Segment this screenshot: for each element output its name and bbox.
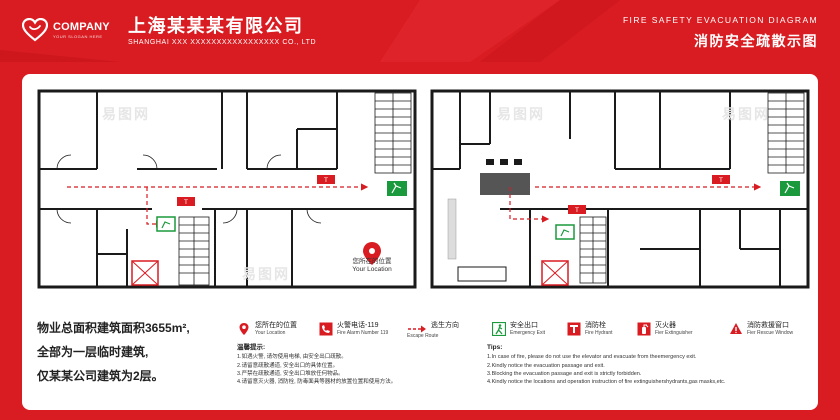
area-line-2: 全部为一层临时建筑, bbox=[37, 345, 149, 359]
area-description: 物业总面积建筑面积3655m², 全部为一层临时建筑, 仅某某公司建筑为2层。 bbox=[37, 316, 227, 388]
svg-text:T: T bbox=[574, 207, 579, 214]
company-name-cn: 上海某某某有限公司 bbox=[128, 16, 304, 36]
legend-label-en: Fier Rescue Window bbox=[747, 330, 794, 336]
emergency-exit-sign bbox=[780, 181, 800, 196]
svg-text:T: T bbox=[183, 199, 188, 206]
location-pin-icon bbox=[239, 323, 249, 335]
staircase-right bbox=[374, 92, 412, 174]
logo-slogan: YOUR SLOGAN HERE bbox=[53, 33, 103, 39]
logo-name: COMPANY bbox=[53, 20, 110, 33]
tips-cn-item: 3.严禁在疏散通道, 安全出口堆放任何物品。 bbox=[237, 370, 344, 377]
legend-label-cn: 消防救援窗口 bbox=[747, 322, 789, 329]
header: COMPANY YOUR SLOGAN HERE 上海某某某有限公司 SHANG… bbox=[0, 0, 840, 62]
floor-plan-left: T T bbox=[37, 89, 417, 289]
fire-hydrant-marker: T bbox=[712, 175, 730, 184]
title-en: FIRE SAFETY EVACUATION DIAGRAM bbox=[622, 15, 818, 25]
legend-label-cn: 灭火器 bbox=[655, 322, 676, 329]
emergency-exit-icon bbox=[492, 322, 506, 336]
tips-en-item: 3.Blocking the evacuation passage and ex… bbox=[487, 370, 642, 377]
tips-en-item: 4.Kindly notice the locations and operat… bbox=[487, 379, 726, 386]
company-name-en: SHANGHAI XXX XXXXXXXXXXXXXXXXX CO., LTD bbox=[128, 39, 317, 46]
rescue-window-marker bbox=[131, 260, 159, 286]
escape-route-left bbox=[67, 183, 369, 228]
svg-text:T: T bbox=[323, 177, 328, 184]
legend-label-en: Escape Route bbox=[407, 333, 439, 339]
watermark: 易图网 bbox=[242, 266, 290, 282]
company-block: 上海某某某有限公司 SHANGHAI XXX XXXXXXXXXXXXXXXXX… bbox=[128, 16, 316, 46]
rescue-window-marker bbox=[541, 260, 569, 286]
legend-label-en: Fire Hydrant bbox=[585, 330, 613, 336]
legend: 您所在的位置 Your Location 火警电话-119 Fire Alarm… bbox=[237, 319, 812, 341]
watermark: 易图网 bbox=[722, 106, 770, 122]
staircase-right bbox=[767, 92, 805, 174]
legend-label-cn: 火警电话-119 bbox=[337, 322, 379, 329]
staircase-lower bbox=[178, 216, 210, 286]
legend-label-en: Your Location bbox=[255, 330, 286, 336]
escape-route-right bbox=[509, 183, 762, 223]
legend-label-cn: 安全出口 bbox=[510, 322, 538, 329]
fire-hydrant-marker: T bbox=[568, 205, 586, 214]
fire-hydrant-icon bbox=[567, 322, 581, 336]
tips-en-item: 2.Kindly notice the evacuation passage a… bbox=[487, 362, 605, 369]
tips-cn-item: 1.如遇火警, 请勿使用电梯, 由安全出口疏散。 bbox=[237, 354, 347, 361]
watermark: 易图网 bbox=[102, 106, 150, 122]
staircase-lower bbox=[579, 216, 607, 284]
area-line-3: 仅某某公司建筑为2层。 bbox=[37, 369, 164, 383]
escape-arrow-icon bbox=[408, 325, 426, 333]
location-label-cn: 您所在的位置 bbox=[352, 258, 392, 265]
location-pin-icon bbox=[363, 242, 381, 265]
emergency-exit-sign bbox=[555, 224, 575, 240]
fire-extinguisher-icon bbox=[637, 322, 651, 336]
tips-en: Tips: 1.In case of fire, please do not u… bbox=[487, 344, 807, 386]
title-cn: 消防安全疏散示图 bbox=[694, 33, 818, 49]
legend-label-cn: 您所在的位置 bbox=[255, 322, 297, 329]
location-label: 您所在的位置 Your Location bbox=[342, 258, 402, 274]
fire-alarm-icon bbox=[319, 322, 333, 336]
fire-hydrant-marker: T bbox=[177, 197, 195, 206]
company-logo: COMPANY YOUR SLOGAN HERE bbox=[22, 18, 110, 42]
legend-label-en: Fier Extinguisher bbox=[655, 330, 693, 336]
legend-label-en: Emergency Exit bbox=[510, 330, 546, 336]
location-label-en: Your Location bbox=[352, 266, 392, 273]
tips-cn-heading: 温馨提示: bbox=[237, 344, 266, 351]
fire-hydrant-marker: T bbox=[317, 175, 335, 184]
title-block: FIRE SAFETY EVACUATION DIAGRAM 消防安全疏散示图 bbox=[623, 15, 818, 51]
floor-plan-right: T T bbox=[430, 89, 810, 289]
tips-cn: 温馨提示: 1.如遇火警, 请勿使用电梯, 由安全出口疏散。 2.请留意疏散通道… bbox=[237, 344, 487, 386]
elevator-block bbox=[480, 173, 530, 195]
legend-label-cn: 逃生方向 bbox=[431, 322, 459, 329]
content-panel: T T 易图网 易图网 您所在的位置 Your Location bbox=[22, 74, 818, 410]
tips-cn-item: 2.请留意疏散通道, 安全出口的具体位置。 bbox=[237, 362, 339, 369]
rescue-window-icon bbox=[730, 323, 742, 334]
emergency-exit-sign bbox=[387, 181, 407, 196]
svg-text:T: T bbox=[718, 177, 723, 184]
legend-label-cn: 消防栓 bbox=[585, 322, 606, 329]
area-line-1: 物业总面积建筑面积3655m², bbox=[37, 321, 190, 335]
heart-logo-icon bbox=[22, 18, 48, 42]
watermark: 易图网 bbox=[497, 106, 545, 122]
tips-en-item: 1.In case of fire, please do not use the… bbox=[487, 354, 697, 361]
legend-label-en: Fire Alarm Number 119 bbox=[337, 330, 389, 336]
emergency-exit-sign bbox=[156, 216, 176, 232]
tips-en-heading: Tips: bbox=[487, 344, 503, 351]
tips-cn-item: 4.请留意灭火器, 消防栓, 防毒面具等器材的放置位置和使用方法。 bbox=[237, 379, 397, 386]
